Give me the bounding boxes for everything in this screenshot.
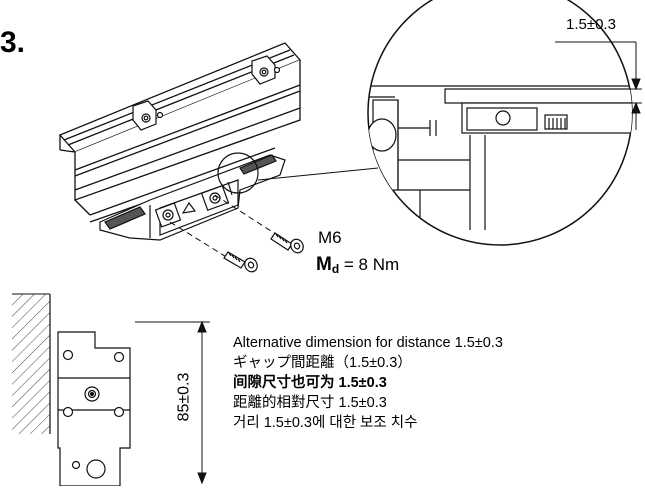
torque-value: = 8 Nm <box>343 255 400 274</box>
screw-size-label: M6 <box>318 228 342 247</box>
alternative-dimension-notes: Alternative dimension for distance 1.5±0… <box>233 333 503 433</box>
note-japanese: ギャップ間距離（1.5±0.3） <box>233 355 412 371</box>
note-english: Alternative dimension for distance 1.5±0… <box>233 335 503 351</box>
torque-symbol: M <box>316 254 332 275</box>
note-simplified-chinese: 间隙尺寸也可为 1.5±0.3 <box>233 375 387 391</box>
scanning-head <box>99 154 286 241</box>
scale-bracket-right <box>251 55 281 85</box>
note-traditional-chinese: 距離的相對尺寸 1.5±0.3 <box>233 395 387 411</box>
step-number: 3. <box>0 26 26 59</box>
height-dimension-label: 85±0.3 <box>175 372 193 422</box>
detail-magnified-view <box>367 0 642 246</box>
detail-marker-circle <box>217 152 259 194</box>
note-korean: 거리 1.5±0.3에 대한 보조 치수 <box>233 415 418 431</box>
torque-subscript: d <box>331 262 340 276</box>
alternative-bracket-view <box>12 293 210 487</box>
gap-dimension-label: 1.5±0.3 <box>566 16 616 33</box>
scale-bracket-left <box>132 100 164 131</box>
detail-leader-line <box>257 167 379 181</box>
screw-lower <box>169 221 258 273</box>
screw-upper <box>214 194 304 254</box>
tightening-torque-label: Md = 8 Nm <box>316 254 399 276</box>
